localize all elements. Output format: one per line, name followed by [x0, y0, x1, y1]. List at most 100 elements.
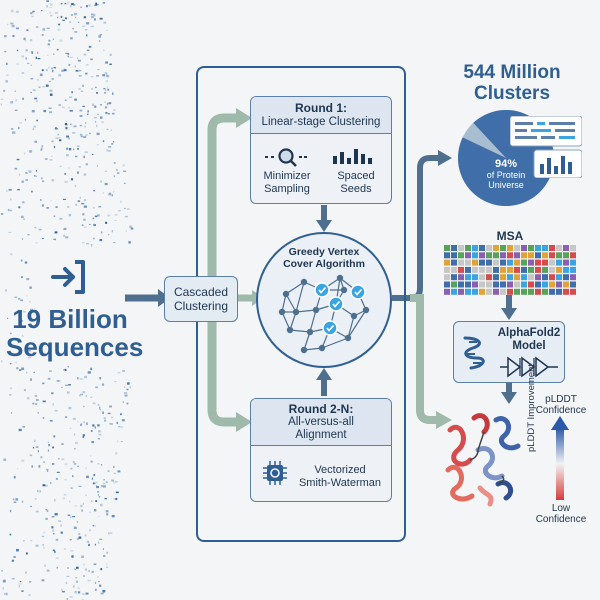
sequence-dot: [19, 173, 21, 176]
msa-cell: [458, 288, 464, 295]
sequence-dot: [31, 51, 33, 54]
sequence-dot: [57, 28, 61, 31]
graph-node: [300, 346, 308, 354]
sequence-dot: [46, 69, 48, 71]
sequence-dot: [72, 461, 75, 464]
sequence-dot: [90, 430, 93, 432]
sequence-dot: [70, 467, 73, 470]
sequence-dot: [94, 215, 98, 218]
sequence-dot: [20, 299, 24, 302]
sequence-dot: [22, 311, 26, 313]
sequence-dot: [26, 552, 28, 555]
af2-label: AlphaFold2 Model: [494, 327, 564, 353]
sequence-dot: [25, 57, 27, 60]
neural-net-icon: [500, 356, 560, 383]
sequence-dot: [110, 416, 113, 418]
sequence-dot: [85, 592, 89, 595]
sequence-dot: [17, 467, 19, 470]
msa-cell: [507, 274, 513, 281]
sequence-dot: [47, 470, 49, 472]
sequence-dot: [69, 596, 73, 598]
sequence-dot: [10, 412, 13, 414]
sequence-dot: [108, 150, 111, 152]
sequence-dot: [35, 510, 39, 513]
sequence-dot: [19, 581, 22, 583]
sequence-dot: [97, 494, 99, 496]
msa-cell: [465, 266, 471, 273]
sequence-dot: [92, 524, 94, 527]
sequence-dot: [37, 450, 39, 453]
sequence-dot: [84, 151, 88, 153]
sequence-dot: [128, 241, 131, 244]
greedy-line2: Cover Algorithm: [283, 258, 365, 270]
sequence-dot: [105, 80, 108, 83]
sequence-dot: [129, 225, 132, 228]
msa-cell: [444, 288, 450, 295]
msa-cell: [570, 281, 576, 288]
sequence-dot: [69, 56, 73, 58]
sequence-dot: [55, 538, 59, 541]
sequence-dot: [93, 563, 97, 565]
msa-cell: [472, 259, 478, 266]
msa-cell: [535, 259, 541, 266]
msa-cell: [479, 274, 485, 281]
sequence-dot: [22, 540, 25, 542]
msa-cell: [535, 288, 541, 295]
msa-cell: [542, 274, 548, 281]
sequence-dot: [91, 244, 93, 248]
msa-cell: [521, 274, 527, 281]
sequence-dot: [53, 215, 56, 217]
graph-node: [362, 306, 370, 314]
graph-node: [300, 278, 308, 286]
sequence-dot: [21, 319, 23, 322]
sequence-dot: [82, 105, 85, 107]
sequence-dot: [34, 89, 36, 92]
sequence-dot: [48, 107, 52, 109]
sequence-dot: [16, 63, 19, 65]
sequence-dot: [0, 98, 4, 100]
msa-cell: [528, 288, 534, 295]
msa-cell: [549, 266, 555, 273]
msa-cell: [528, 252, 534, 259]
sequence-dot: [31, 465, 33, 468]
sequence-dot: [108, 193, 112, 196]
sequence-dot: [108, 146, 112, 148]
sequence-dot: [13, 501, 17, 503]
sequence-dot: [75, 203, 78, 206]
sequence-dot: [124, 386, 126, 388]
sequence-dot: [65, 126, 68, 130]
msa-cell: [472, 252, 478, 259]
sequence-dot: [32, 89, 35, 91]
sequence-dot: [54, 128, 58, 130]
sequence-dot: [77, 57, 79, 59]
sequence-dot: [24, 152, 26, 155]
sequence-dot: [92, 217, 94, 220]
sequence-dot: [90, 76, 94, 78]
sequence-dot: [108, 89, 110, 91]
sequence-dot: [42, 544, 44, 546]
sequence-dot: [40, 10, 43, 12]
sequence-dot: [97, 463, 100, 465]
sequence-dot: [43, 546, 45, 549]
msa-cell: [479, 281, 485, 288]
sequence-dot: [86, 475, 89, 479]
sequence-dot: [112, 92, 114, 95]
sequence-dot: [69, 21, 72, 24]
msa-cell: [514, 266, 520, 273]
sequence-dot: [73, 448, 76, 450]
graph-node: [306, 328, 314, 336]
msa-cell: [493, 252, 499, 259]
sequence-dot: [31, 110, 35, 113]
sequence-dot: [95, 86, 97, 89]
sequence-dot: [49, 89, 53, 92]
sequence-dot: [49, 111, 52, 114]
sequence-dot: [64, 172, 66, 175]
sequence-dot: [18, 583, 22, 585]
msa-cell: [507, 259, 513, 266]
sequence-dot: [51, 516, 55, 518]
sequence-dot: [72, 27, 74, 30]
sequence-dot: [61, 386, 63, 388]
sequence-dot: [102, 2, 106, 4]
sequence-dot: [29, 454, 33, 457]
